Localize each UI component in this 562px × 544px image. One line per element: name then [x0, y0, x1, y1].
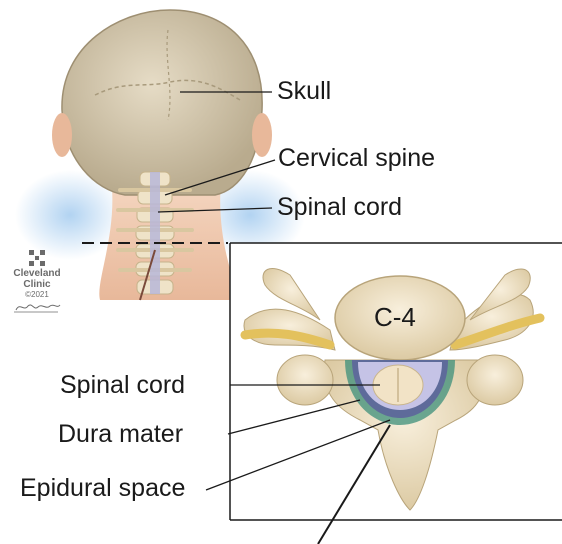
clinic-logo-icon: [29, 250, 45, 266]
logo-copyright: ©2021: [6, 290, 68, 300]
logo-name-line1: Cleveland: [6, 268, 68, 279]
label-c4: C-4: [374, 302, 416, 333]
skull: [62, 10, 262, 195]
artist-signature: [12, 300, 62, 314]
label-skull: Skull: [277, 79, 331, 104]
label-spinal-cord-top: Spinal cord: [277, 195, 402, 220]
logo-name-line2: Clinic: [6, 279, 68, 290]
label-dura-mater: Dura mater: [58, 422, 183, 447]
ear-right: [252, 113, 272, 157]
label-epidural-space: Epidural space: [20, 476, 185, 501]
spinal-cord-upper: [150, 172, 160, 294]
articular-process-right: [467, 355, 523, 405]
ear-left: [52, 113, 72, 157]
label-cervical-spine: Cervical spine: [278, 146, 435, 171]
articular-process-left: [277, 355, 333, 405]
cross-section-panel: [230, 243, 562, 544]
cleveland-clinic-logo: Cleveland Clinic ©2021: [6, 250, 68, 319]
label-spinal-cord-bottom: Spinal cord: [60, 373, 185, 398]
